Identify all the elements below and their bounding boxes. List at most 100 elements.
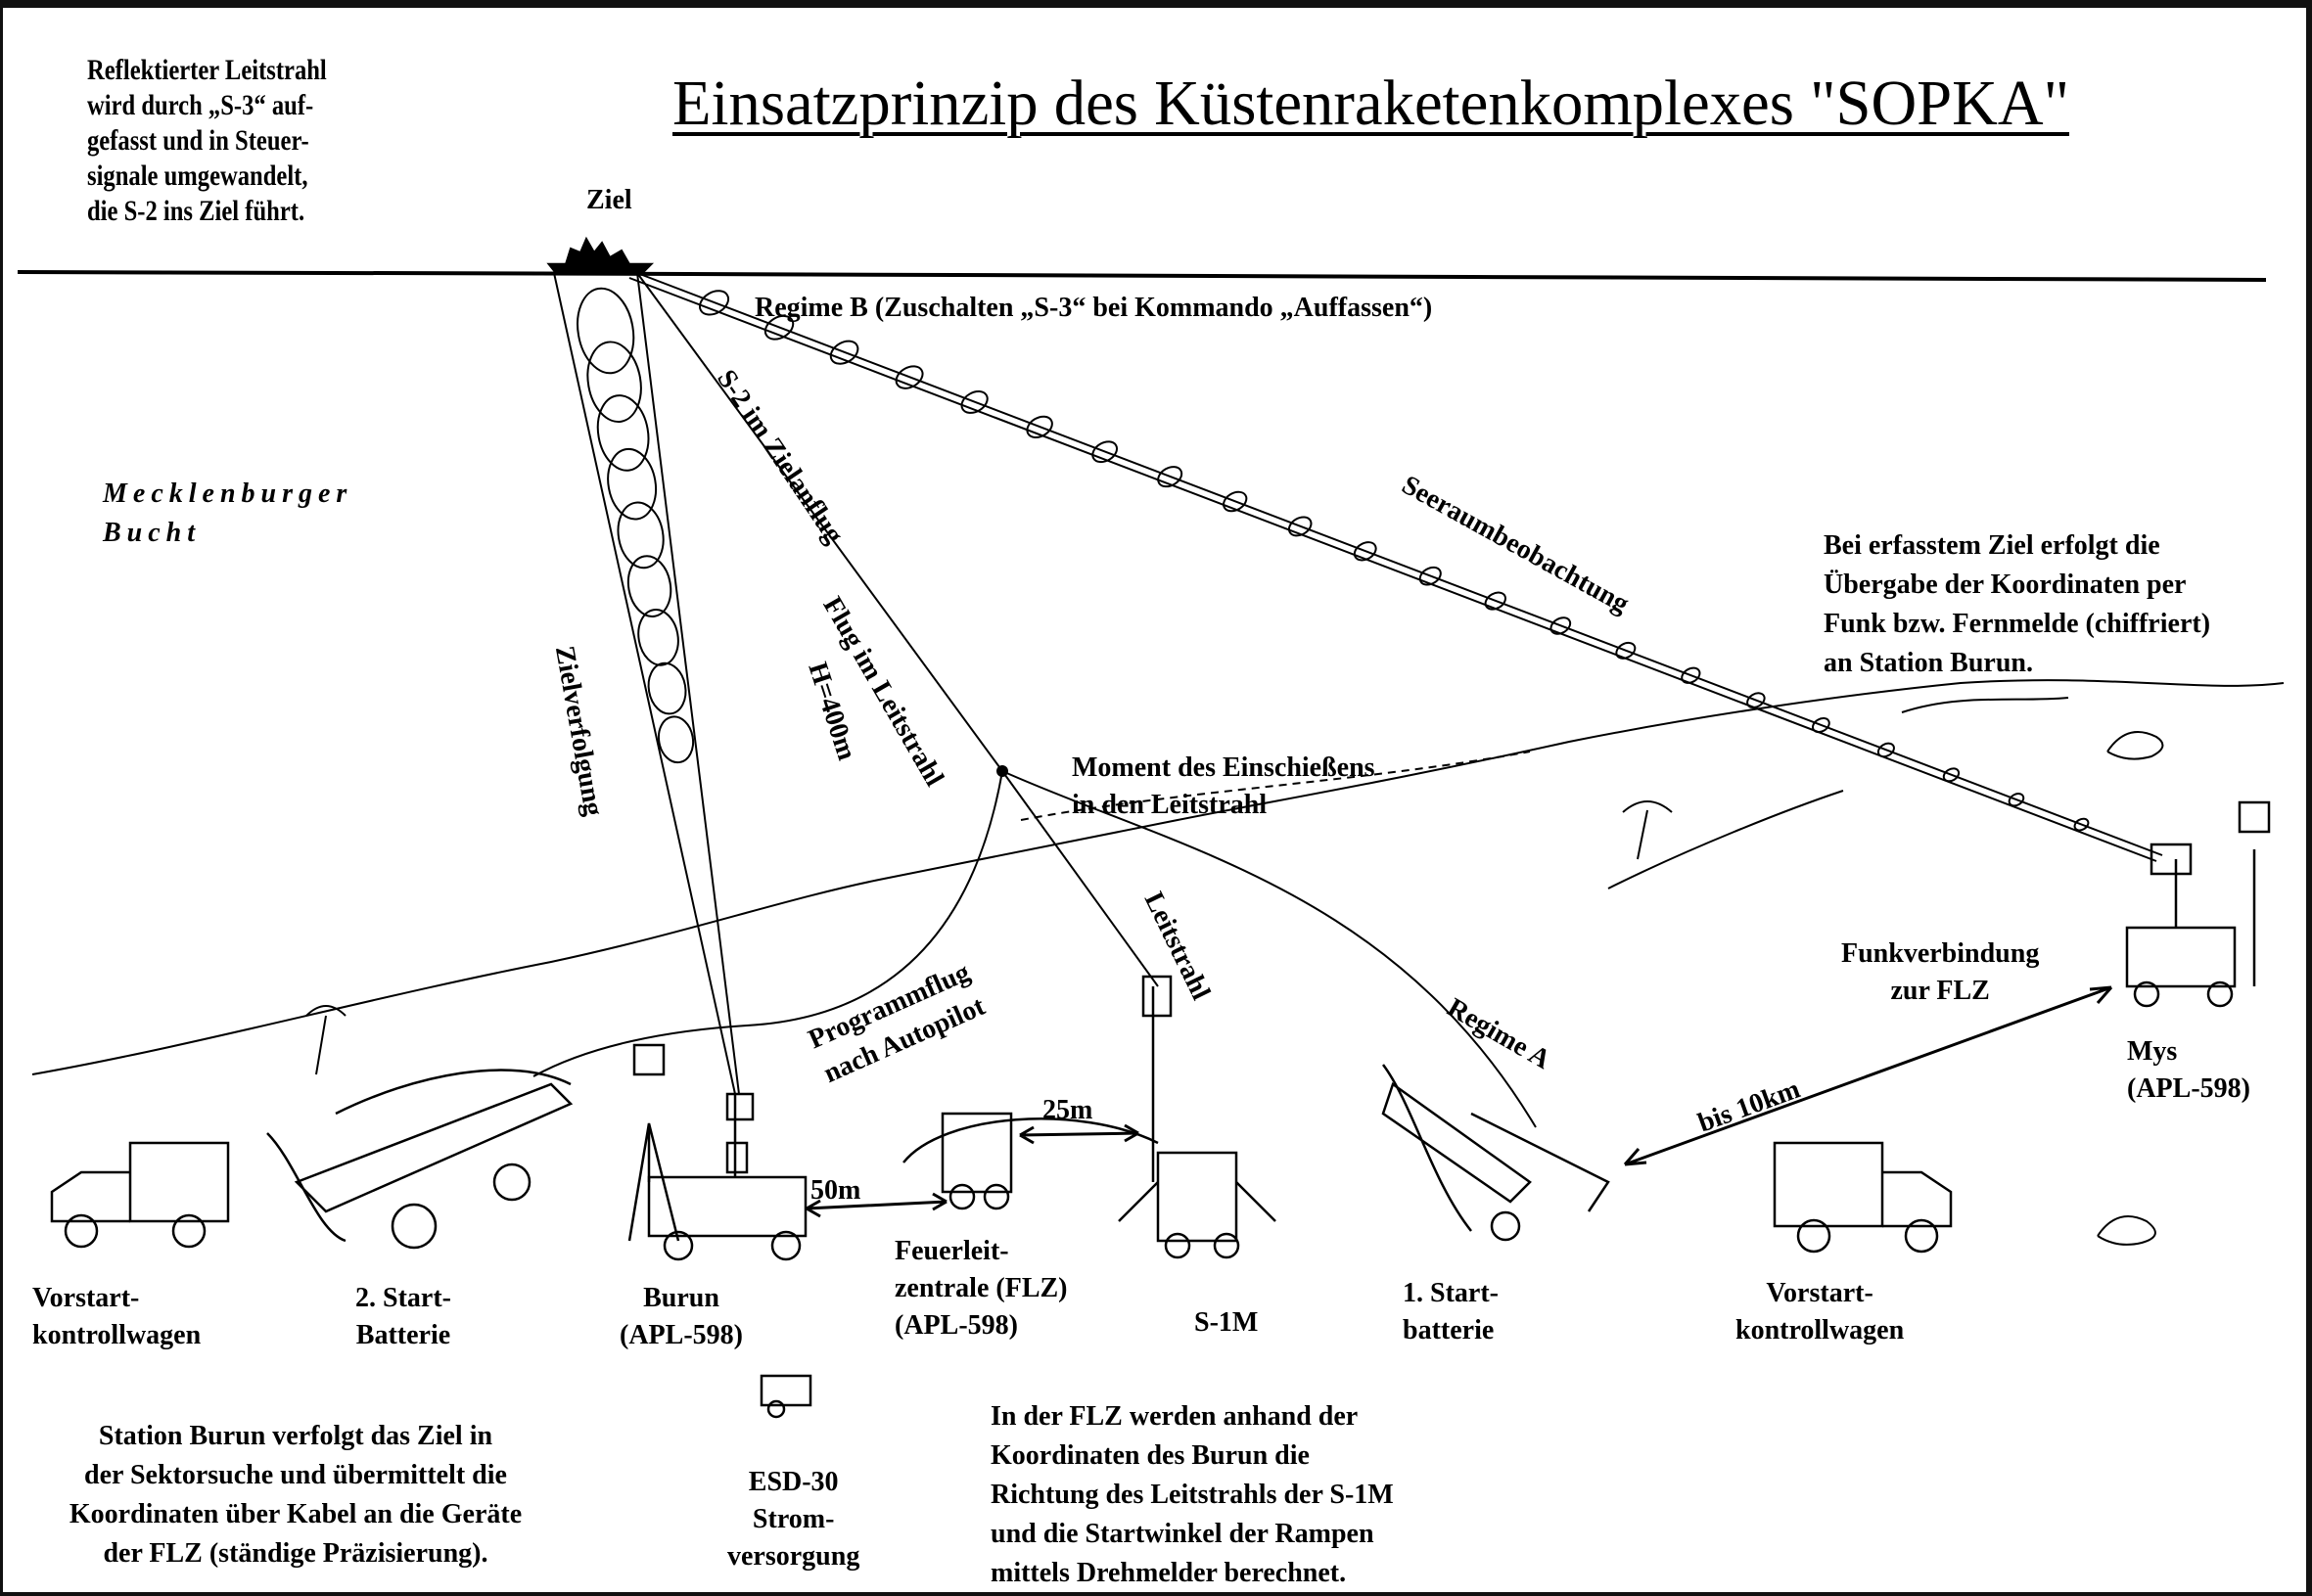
note-line: Reflektierter Leitstrahl bbox=[87, 54, 327, 86]
s2-approach-line bbox=[636, 272, 1003, 772]
label-line: zur FLZ bbox=[1890, 976, 1990, 1006]
note-line: Station Burun verfolgt das Ziel in bbox=[98, 1421, 493, 1451]
leitstrahl-line bbox=[1001, 770, 1159, 987]
label-line: Funkverbindung bbox=[1841, 938, 2040, 969]
note-line: Koordinaten des Burun die bbox=[991, 1440, 1310, 1471]
note-coordinate-transfer: Bei erfasstem Ziel erfolgt die Übergabe … bbox=[1824, 526, 2210, 683]
tracking-beam-left bbox=[553, 272, 736, 1095]
label-regime-b: Regime B (Zuschalten „S-3“ bei Kommando … bbox=[755, 293, 1433, 323]
note-station-burun: Station Burun verfolgt das Ziel in der S… bbox=[7, 1417, 584, 1573]
ship-icon bbox=[546, 236, 655, 276]
unit-line: kontrollwagen bbox=[1735, 1315, 1905, 1345]
regime-b-beam-lower bbox=[628, 277, 2157, 862]
note-line: der FLZ (ständige Präzisierung). bbox=[103, 1538, 488, 1569]
unit-line: zentrale (FLZ) bbox=[895, 1273, 1068, 1303]
unit-start-2: 2. Start- Batterie bbox=[355, 1280, 451, 1354]
note-line: und die Startwinkel der Rampen bbox=[991, 1519, 1374, 1549]
label-ziel: Ziel bbox=[586, 185, 632, 215]
unit-line: Strom- bbox=[752, 1504, 835, 1534]
unit-esd30: ESD-30 Strom- versorgung bbox=[727, 1464, 859, 1575]
regime-b-ellipse bbox=[1157, 466, 1183, 488]
unit-line: (APL-598) bbox=[2127, 1073, 2250, 1104]
regime-b-ellipse bbox=[1615, 641, 1637, 660]
distance-10km-arrow bbox=[1623, 985, 2113, 1166]
note-line: mittels Drehmelder berechnet. bbox=[991, 1558, 1347, 1588]
unit-line: Vorstart- bbox=[32, 1283, 140, 1313]
label-moment: Moment des Einschießens in den Leitstrah… bbox=[1072, 750, 1375, 824]
regime-b-ellipse bbox=[1353, 541, 1377, 562]
note-reflected-beam: Reflektierter Leitstrahl wird durch „S-3… bbox=[87, 53, 327, 229]
tracking-ellipse bbox=[637, 609, 679, 666]
truck-vorstart-right-icon bbox=[1773, 1141, 1953, 1254]
launcher-1-icon bbox=[1381, 1064, 1610, 1242]
note-line: In der FLZ werden anhand der bbox=[991, 1401, 1359, 1432]
mys-radar-icon bbox=[2125, 800, 2271, 1008]
label-50m: 50m bbox=[810, 1175, 861, 1206]
unit-line: Mys bbox=[2127, 1036, 2178, 1067]
label-line: in den Leitstrahl bbox=[1072, 790, 1268, 820]
tracking-ellipse bbox=[596, 394, 650, 472]
unit-flz: Feuerleit- zentrale (FLZ) (APL-598) bbox=[895, 1233, 1068, 1345]
unit-line: Burun bbox=[643, 1283, 719, 1313]
unit-line: (APL-598) bbox=[895, 1310, 1018, 1341]
note-line: an Station Burun. bbox=[1824, 648, 2033, 678]
regime-b-ellipse bbox=[960, 390, 989, 414]
tracking-ellipse bbox=[577, 287, 635, 375]
unit-line: Feuerleit- bbox=[895, 1236, 1009, 1266]
regime-b-ellipse bbox=[2008, 793, 2025, 807]
tracking-ellipse bbox=[607, 447, 658, 521]
note-line: wird durch „S-3“ auf- bbox=[87, 89, 314, 121]
unit-line: kontrollwagen bbox=[32, 1320, 202, 1350]
tracking-ellipse bbox=[647, 661, 687, 715]
beam-ellipses bbox=[577, 287, 2090, 832]
unit-line: Vorstart- bbox=[1766, 1278, 1873, 1308]
regime-b-ellipse bbox=[2073, 817, 2090, 832]
regime-b-ellipse bbox=[1812, 716, 1830, 734]
unit-s1m: S-1M bbox=[1194, 1307, 1259, 1338]
arrows bbox=[806, 985, 2113, 1218]
regime-b-ellipse bbox=[1026, 415, 1053, 438]
regime-b-ellipse bbox=[698, 290, 730, 316]
burun-radar-icon bbox=[627, 1043, 808, 1261]
launcher-2-icon bbox=[266, 1069, 574, 1250]
regime-b-ellipse bbox=[1223, 490, 1248, 513]
label-funkverbindung: Funkverbindung zur FLZ bbox=[1841, 935, 2039, 1010]
unit-line: versorgung bbox=[727, 1541, 860, 1572]
regime-b-ellipse bbox=[895, 365, 924, 389]
distance-50m-arrow bbox=[806, 1192, 948, 1218]
note-line: signale umgewandelt, bbox=[87, 160, 308, 192]
regime-b-ellipse bbox=[1287, 516, 1313, 537]
unit-line: Batterie bbox=[355, 1320, 451, 1350]
unit-line: batterie bbox=[1403, 1315, 1495, 1345]
horizon-line bbox=[17, 270, 2267, 282]
regime-b-ellipse bbox=[1942, 767, 1961, 783]
unit-line: 1. Start- bbox=[1403, 1278, 1499, 1308]
unit-burun: Burun (APL-598) bbox=[620, 1280, 743, 1354]
tree-icons bbox=[305, 731, 2164, 1246]
note-line: der Sektorsuche und übermittelt die bbox=[84, 1460, 507, 1490]
label-25m: 25m bbox=[1042, 1095, 1093, 1125]
regime-b-ellipse bbox=[1418, 566, 1442, 586]
unit-start-1: 1. Start- batterie bbox=[1403, 1275, 1499, 1349]
truck-vorstart-left-icon bbox=[50, 1141, 230, 1249]
regime-b-ellipse bbox=[1484, 591, 1506, 611]
s1m-guidance-icon bbox=[1118, 975, 1276, 1259]
note-line: Richtung des Leitstrahls der S-1M bbox=[991, 1480, 1394, 1510]
tracking-ellipse bbox=[657, 715, 695, 764]
regime-b-ellipse bbox=[1746, 692, 1766, 709]
vehicle-sketches bbox=[50, 800, 2271, 1419]
tracking-ellipse bbox=[617, 501, 665, 570]
regime-b-ellipse bbox=[763, 314, 795, 341]
regime-b-beam bbox=[636, 272, 2163, 856]
sketch-drawing bbox=[17, 236, 2285, 1419]
coastline bbox=[31, 679, 2285, 1075]
unit-line: ESD-30 bbox=[748, 1467, 839, 1497]
note-line: Bei erfasstem Ziel erfolgt die bbox=[1824, 530, 2160, 561]
note-line: gefasst und in Steuer- bbox=[87, 124, 309, 157]
note-line: Koordinaten über Kabel an die Geräte bbox=[69, 1499, 523, 1529]
note-line: Funk bzw. Fernmelde (chiffriert) bbox=[1824, 609, 2211, 639]
unit-line: (APL-598) bbox=[620, 1320, 743, 1350]
tracking-ellipse bbox=[586, 341, 642, 423]
note-line: die S-2 ins Ziel führt. bbox=[87, 195, 305, 227]
